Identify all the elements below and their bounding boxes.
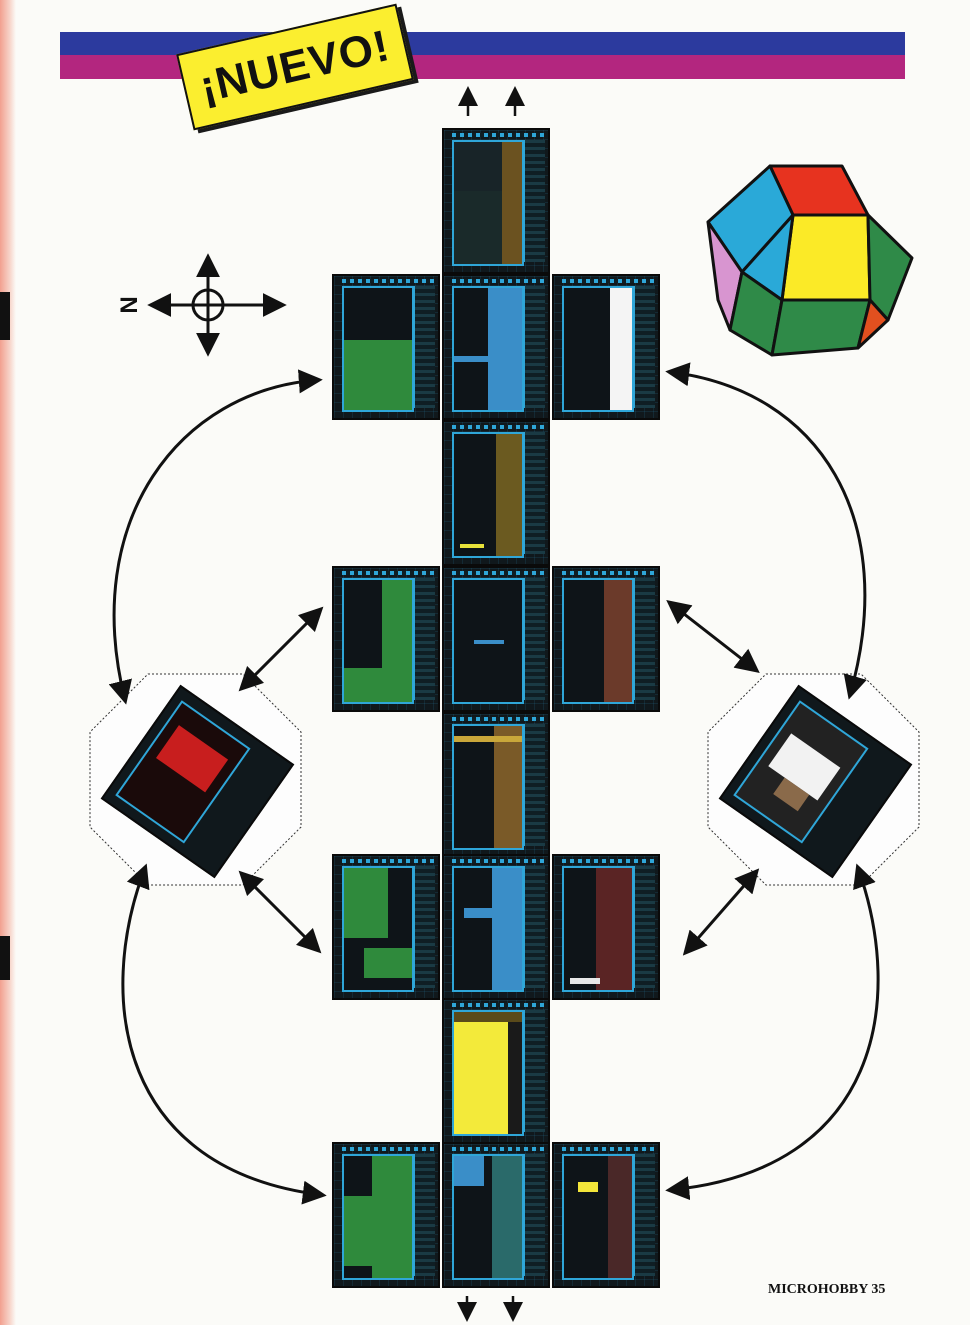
room-tile xyxy=(332,854,440,1000)
polyhedron-icon xyxy=(706,164,914,357)
exit-arrow-icon xyxy=(457,86,525,1322)
page-footer: MICROHOBBY 35 xyxy=(768,1282,885,1298)
edge-mark xyxy=(0,292,10,340)
compass-north-label: N xyxy=(116,296,143,313)
room-tile xyxy=(442,854,550,1000)
room-tile xyxy=(442,712,550,858)
room-tile xyxy=(552,274,660,420)
page-number: 35 xyxy=(871,1282,886,1297)
compass-icon xyxy=(147,253,287,357)
room-tile xyxy=(552,1142,660,1288)
room-tile xyxy=(552,854,660,1000)
room-tile xyxy=(442,274,550,420)
room-tile xyxy=(552,566,660,712)
room-tile xyxy=(442,1142,550,1288)
room-tile xyxy=(442,566,550,712)
double-arrow-icon xyxy=(108,362,880,1205)
side-room-east xyxy=(706,672,921,887)
side-room-west xyxy=(88,672,303,887)
edge-mark xyxy=(0,936,10,980)
room-tile xyxy=(442,420,550,566)
room-tile xyxy=(332,1142,440,1288)
magazine-name: MICROHOBBY xyxy=(768,1282,868,1297)
room-tile xyxy=(332,274,440,420)
room-tile xyxy=(442,998,550,1144)
room-tile xyxy=(332,566,440,712)
room-tile xyxy=(442,128,550,274)
